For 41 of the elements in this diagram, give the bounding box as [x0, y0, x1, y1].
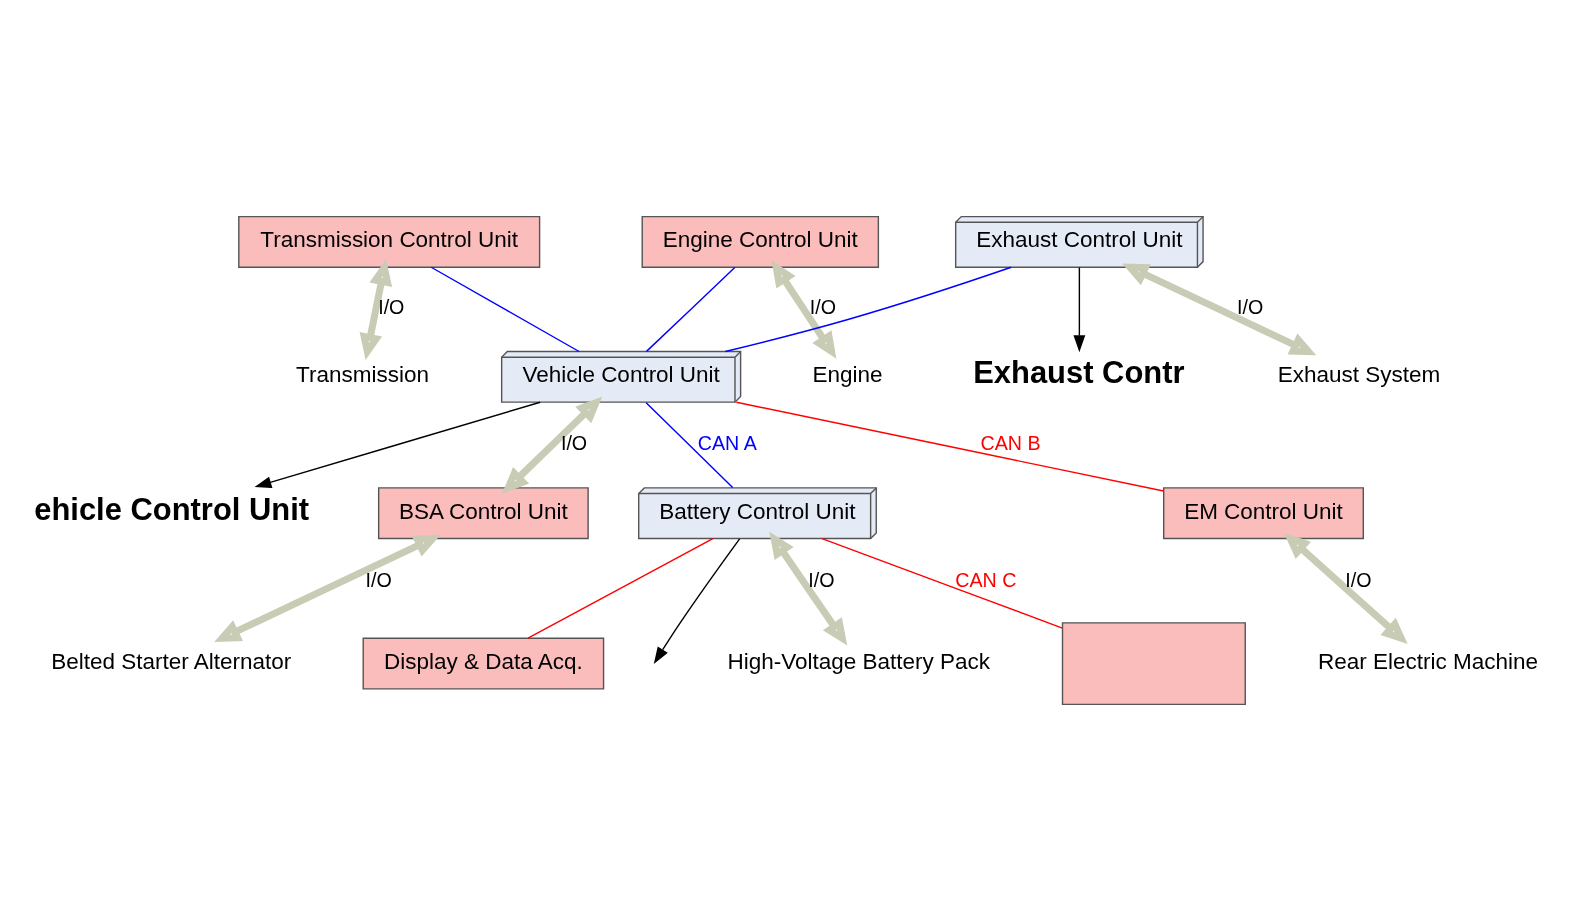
- edge-label: CAN A: [697, 431, 757, 454]
- edge-label: I/O: [378, 295, 405, 318]
- node-box: [1061, 621, 1246, 705]
- edge-label: CAN B: [980, 431, 1041, 454]
- arrow: [1122, 263, 1317, 355]
- connector: [645, 266, 736, 352]
- node-text: ehicle Control Unit: [34, 491, 310, 527]
- arrow: [653, 537, 741, 664]
- connector: [645, 401, 734, 488]
- arrow: [214, 534, 441, 642]
- node-text: Transmission: [296, 361, 429, 387]
- node-text: High-Voltage Battery Pack: [727, 648, 990, 674]
- node-box: Display & Data Acq.: [362, 637, 605, 690]
- arrow: [359, 258, 393, 360]
- edge-label: I/O: [808, 568, 835, 591]
- node-box: Transmission Control Unit: [238, 215, 541, 268]
- node-box: EM Control Unit: [1163, 486, 1364, 539]
- arrow: [771, 259, 837, 359]
- arrow: [769, 531, 848, 645]
- edge-label: I/O: [1345, 568, 1372, 591]
- arrow: [1073, 266, 1086, 352]
- arrow: [254, 401, 541, 488]
- edge-label: I/O: [1237, 295, 1264, 318]
- connector: [735, 401, 1165, 492]
- edge-label: I/O: [809, 295, 836, 318]
- arrow: [502, 396, 603, 494]
- node-box: Engine Control Unit: [641, 215, 880, 268]
- connector: [527, 537, 714, 639]
- node-text: Belted Starter Alternator: [51, 648, 292, 674]
- node-box: BSA Control Unit: [377, 486, 589, 539]
- edge-label: I/O: [365, 568, 392, 591]
- edge-label: I/O: [560, 431, 588, 454]
- edge-label: CAN C: [955, 568, 1017, 591]
- arrow: [1283, 532, 1408, 644]
- node-text: Rear Electric Machine: [1318, 648, 1538, 674]
- node-text: Engine: [812, 361, 883, 387]
- connector: [821, 537, 1064, 629]
- node-text: Exhaust System: [1277, 361, 1441, 387]
- connector: [724, 266, 1012, 352]
- connector: [430, 266, 580, 352]
- node-text: Exhaust Contr: [973, 354, 1185, 390]
